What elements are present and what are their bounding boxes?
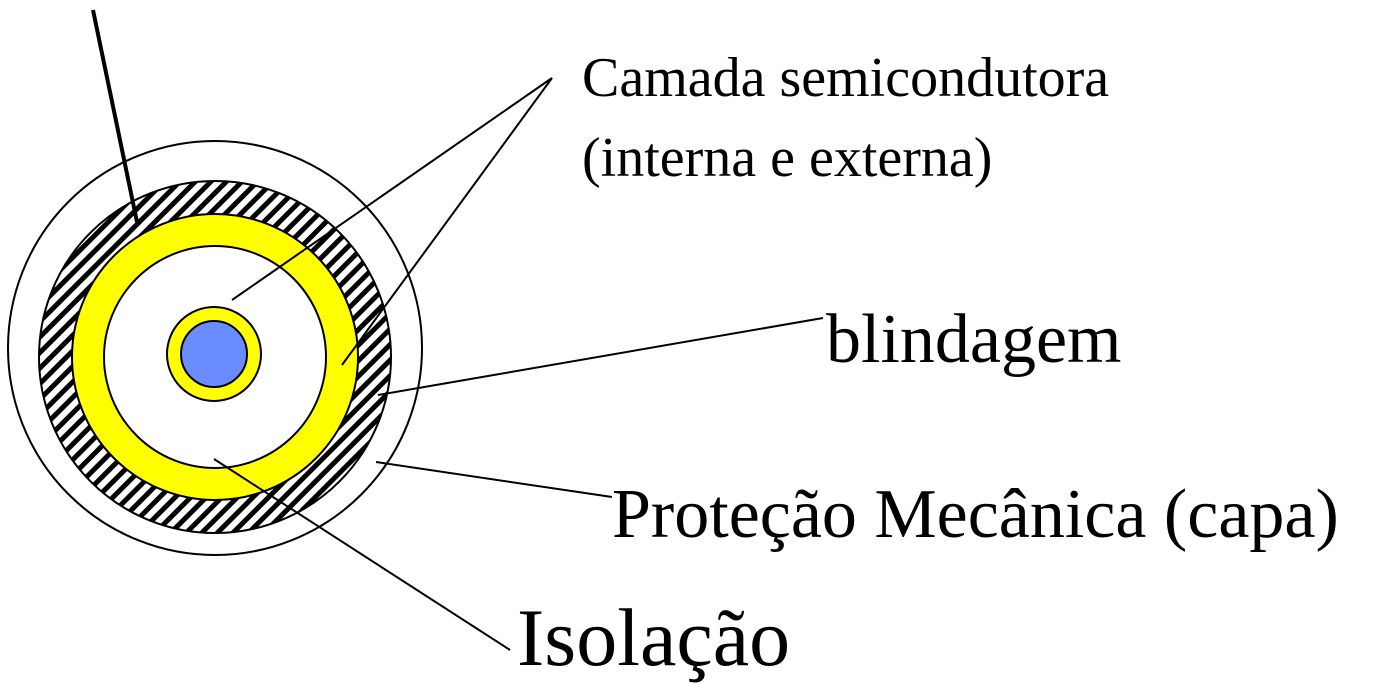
shield-label: blindagem — [826, 301, 1122, 378]
conductor-leader-line — [91, 9, 139, 223]
semiconductor-label-line2: (interna e externa) — [582, 127, 993, 189]
semiconductor-label-line1: Camada semicondutora — [582, 47, 1110, 109]
conductor-core — [180, 320, 248, 388]
shield-leader-line — [377, 317, 824, 396]
jacket-leader-line — [375, 461, 613, 498]
semiconductor-leader-line-inner — [231, 77, 553, 301]
insulation-label: Isolação — [517, 592, 791, 683]
jacket-label: Proteção Mecânica (capa) — [612, 476, 1339, 553]
insulation-leader-line — [213, 458, 511, 651]
semiconductor-leader-line-outer — [341, 77, 553, 366]
